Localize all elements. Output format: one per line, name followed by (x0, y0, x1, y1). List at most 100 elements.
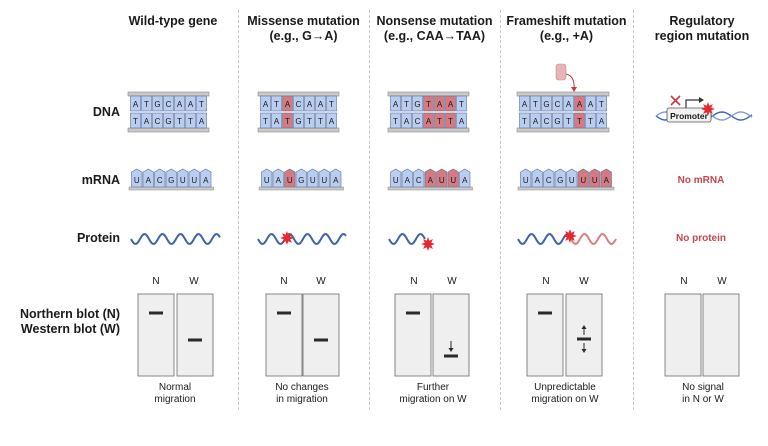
migration-arrowhead-icon (448, 348, 454, 352)
dna-base-letter: T (437, 117, 442, 126)
lane-label-n: N (542, 276, 550, 287)
dna-base-bottom (163, 112, 174, 129)
dna-base-top (260, 95, 271, 112)
mrna-base (390, 168, 402, 188)
mrna-base (600, 168, 612, 188)
dna-base-top (445, 95, 456, 112)
dna-base-letter: A (188, 100, 194, 109)
northern-blot-lane (137, 293, 175, 377)
mrna-base-letter: U (569, 176, 575, 185)
dna-base-letter: A (177, 100, 183, 109)
mrna-base-letter: A (462, 176, 468, 185)
dna-base-letter: G (543, 100, 549, 109)
dna-base-bottom (423, 112, 434, 129)
dna-base-letter: T (133, 117, 138, 126)
dna-base-bottom (456, 112, 467, 129)
column-divider (238, 10, 239, 410)
dna-base-bottom (271, 112, 282, 129)
lane-label-n: N (152, 276, 160, 287)
dna-base-top (152, 95, 163, 112)
dna-base-top (196, 95, 207, 112)
caption-frameshift: Unpredictable migration on W (531, 382, 599, 405)
altered-protein-chain (570, 233, 617, 245)
mrna-base (295, 168, 307, 188)
dna-base-letter: T (448, 117, 453, 126)
mrna-base-letter: C (157, 176, 163, 185)
dna-base-bottom (552, 112, 563, 129)
mrna-base (589, 168, 601, 188)
blot-band (577, 337, 591, 341)
dna-base-top (401, 95, 412, 112)
dna-base-bottom (596, 112, 607, 129)
dna-base-top (574, 95, 585, 112)
dna-backbone (257, 91, 340, 97)
dna-base-letter: A (448, 100, 454, 109)
dna-base-top (185, 95, 196, 112)
mutation-star-icon (701, 102, 715, 116)
dna-base-letter: T (459, 100, 464, 109)
dna-base-bottom (130, 112, 141, 129)
mrna-base (401, 168, 413, 188)
lane-label-w: W (447, 276, 457, 287)
dna-base-bottom (563, 112, 574, 129)
dna-backbone (127, 91, 210, 97)
mrna-base-letter: U (523, 176, 529, 185)
dna-base-top (423, 95, 434, 112)
column-divider (369, 10, 370, 410)
western-blot-lane (176, 293, 214, 377)
dna-base-letter: C (296, 100, 302, 109)
dna-base-letter: G (554, 117, 560, 126)
blocked-x-icon (670, 95, 681, 106)
mrna-base (543, 168, 555, 188)
column-title-regulatory: Regulatory region mutation (654, 14, 750, 43)
mrna-base-letter: U (287, 176, 293, 185)
dna-base-top (390, 95, 401, 112)
dna-base-bottom (174, 112, 185, 129)
migration-arrowhead-icon (581, 349, 587, 353)
dna-base-top (519, 95, 530, 112)
mrna-base-letter: A (203, 176, 209, 185)
mrna-base (577, 168, 589, 188)
mrna-base (520, 168, 532, 188)
western-blot-lane (432, 293, 470, 377)
dna-base-top (552, 95, 563, 112)
dna-backbone (516, 127, 610, 133)
dna-base-letter: C (155, 117, 161, 126)
dna-base-letter: T (426, 100, 431, 109)
column-divider (500, 10, 501, 410)
dna-base-letter: T (329, 100, 334, 109)
northern-blot-lane (526, 293, 564, 377)
mrna-base-letter: C (546, 176, 552, 185)
mrna-backbone (387, 186, 473, 191)
mrna-base-letter: U (191, 176, 197, 185)
dna-base-bottom (185, 112, 196, 129)
dna-base-top (130, 95, 141, 112)
dna-base-bottom (260, 112, 271, 129)
dna-base-top (315, 95, 326, 112)
dna-base-bottom (434, 112, 445, 129)
mrna-base (188, 168, 200, 188)
mrna-base (307, 168, 319, 188)
mrna-base-letter: U (580, 176, 586, 185)
dna-base-letter: A (437, 100, 443, 109)
dna-backbone (127, 127, 210, 133)
row-label-mrna: mRNA (81, 173, 120, 187)
mrna-base-letter: G (298, 176, 304, 185)
dna-base-letter: C (166, 100, 172, 109)
mrna-base (165, 168, 177, 188)
mrna-base (284, 168, 296, 188)
dna-base-letter: T (144, 100, 149, 109)
column-title-nonsense: Nonsense mutation (e.g., CAA→TAA) (376, 14, 493, 43)
mrna-base-letter: A (428, 176, 434, 185)
dna-base-bottom (326, 112, 337, 129)
dna-base-letter: G (414, 100, 420, 109)
dna-base-bottom (196, 112, 207, 129)
no-mrna-note: No mRNA (677, 175, 725, 186)
dna-base-letter: T (599, 100, 604, 109)
northern-blot-lane (664, 293, 702, 377)
mrna-base (413, 168, 425, 188)
blot-band (277, 311, 291, 315)
mrna-base (272, 168, 284, 188)
mrna-base (200, 168, 212, 188)
